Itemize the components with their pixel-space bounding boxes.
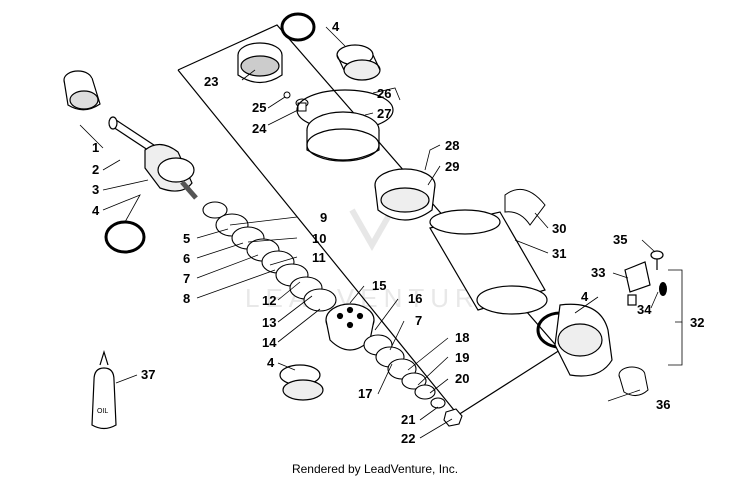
band-top: [336, 44, 381, 81]
callout-25: 25: [252, 100, 266, 115]
callout-29: 29: [445, 159, 459, 174]
damper-body: [429, 209, 548, 315]
lower-housing: [554, 303, 613, 377]
callout-28: 28: [445, 138, 459, 153]
callout-19: 19: [455, 350, 469, 365]
callout-36: 36: [656, 397, 670, 412]
callout-4-top: 4: [332, 19, 340, 34]
callout-31: 31: [552, 246, 566, 261]
shaft-eyelet-assembly: [63, 70, 198, 200]
callout-14: 14: [262, 335, 277, 350]
callout-4-right: 4: [581, 289, 589, 304]
callout-35: 35: [613, 232, 627, 247]
footer-credit: Rendered by LeadVenture, Inc.: [291, 462, 459, 476]
valve-assembly: [624, 250, 664, 306]
callout-4-lower: 4: [267, 355, 275, 370]
piston-rings-26-27: [296, 89, 394, 162]
leader-lines: [79, 26, 683, 439]
callout-8: 8: [183, 291, 190, 306]
piston: [325, 303, 375, 351]
callout-18: 18: [455, 330, 469, 345]
reservoir-cap: [237, 42, 283, 84]
o-ring-34: [659, 282, 667, 296]
o-ring-top: [280, 12, 316, 42]
retainer-30: [504, 188, 546, 226]
callout-30: 30: [552, 221, 566, 236]
callout-labels: 1 2 3 4 4 4 4 5 6 7 7 8 9 10 11 12 13 14…: [92, 19, 704, 446]
callout-21: 21: [401, 412, 415, 427]
callout-23: 23: [204, 74, 218, 89]
callout-11: 11: [312, 250, 326, 265]
callout-17: 17: [358, 386, 372, 401]
callout-5: 5: [183, 231, 190, 246]
callout-12: 12: [262, 293, 276, 308]
callout-37: 37: [141, 367, 155, 382]
callout-20: 20: [455, 371, 469, 386]
callout-27: 27: [377, 106, 391, 121]
callout-16: 16: [408, 291, 422, 306]
callout-6: 6: [183, 251, 190, 266]
callout-32: 32: [690, 315, 704, 330]
callout-7b: 7: [415, 313, 422, 328]
callout-2: 2: [92, 162, 99, 177]
callout-33: 33: [591, 265, 605, 280]
callout-13: 13: [262, 315, 276, 330]
watermark: LEADVENTURE: [245, 208, 497, 313]
callout-24: 24: [252, 121, 267, 136]
oil-label: OIL: [97, 408, 108, 415]
callout-4-left: 4: [92, 203, 100, 218]
band-lower: [279, 364, 324, 401]
oil-bottle: OIL: [91, 349, 117, 430]
callout-1: 1: [92, 140, 99, 155]
lower-shim-stack: [363, 334, 463, 427]
callout-22: 22: [401, 431, 415, 446]
ball-25: [283, 91, 291, 99]
o-ring-left: [104, 220, 146, 254]
bushing-36: [618, 366, 649, 396]
callout-10: 10: [312, 231, 326, 246]
callout-9: 9: [320, 210, 327, 225]
callout-3: 3: [92, 182, 99, 197]
callout-26: 26: [377, 86, 391, 101]
shim-stack: [202, 201, 337, 312]
callout-34: 34: [637, 302, 652, 317]
adjuster-nut: [374, 168, 436, 221]
callout-7: 7: [183, 271, 190, 286]
callout-15: 15: [372, 278, 386, 293]
